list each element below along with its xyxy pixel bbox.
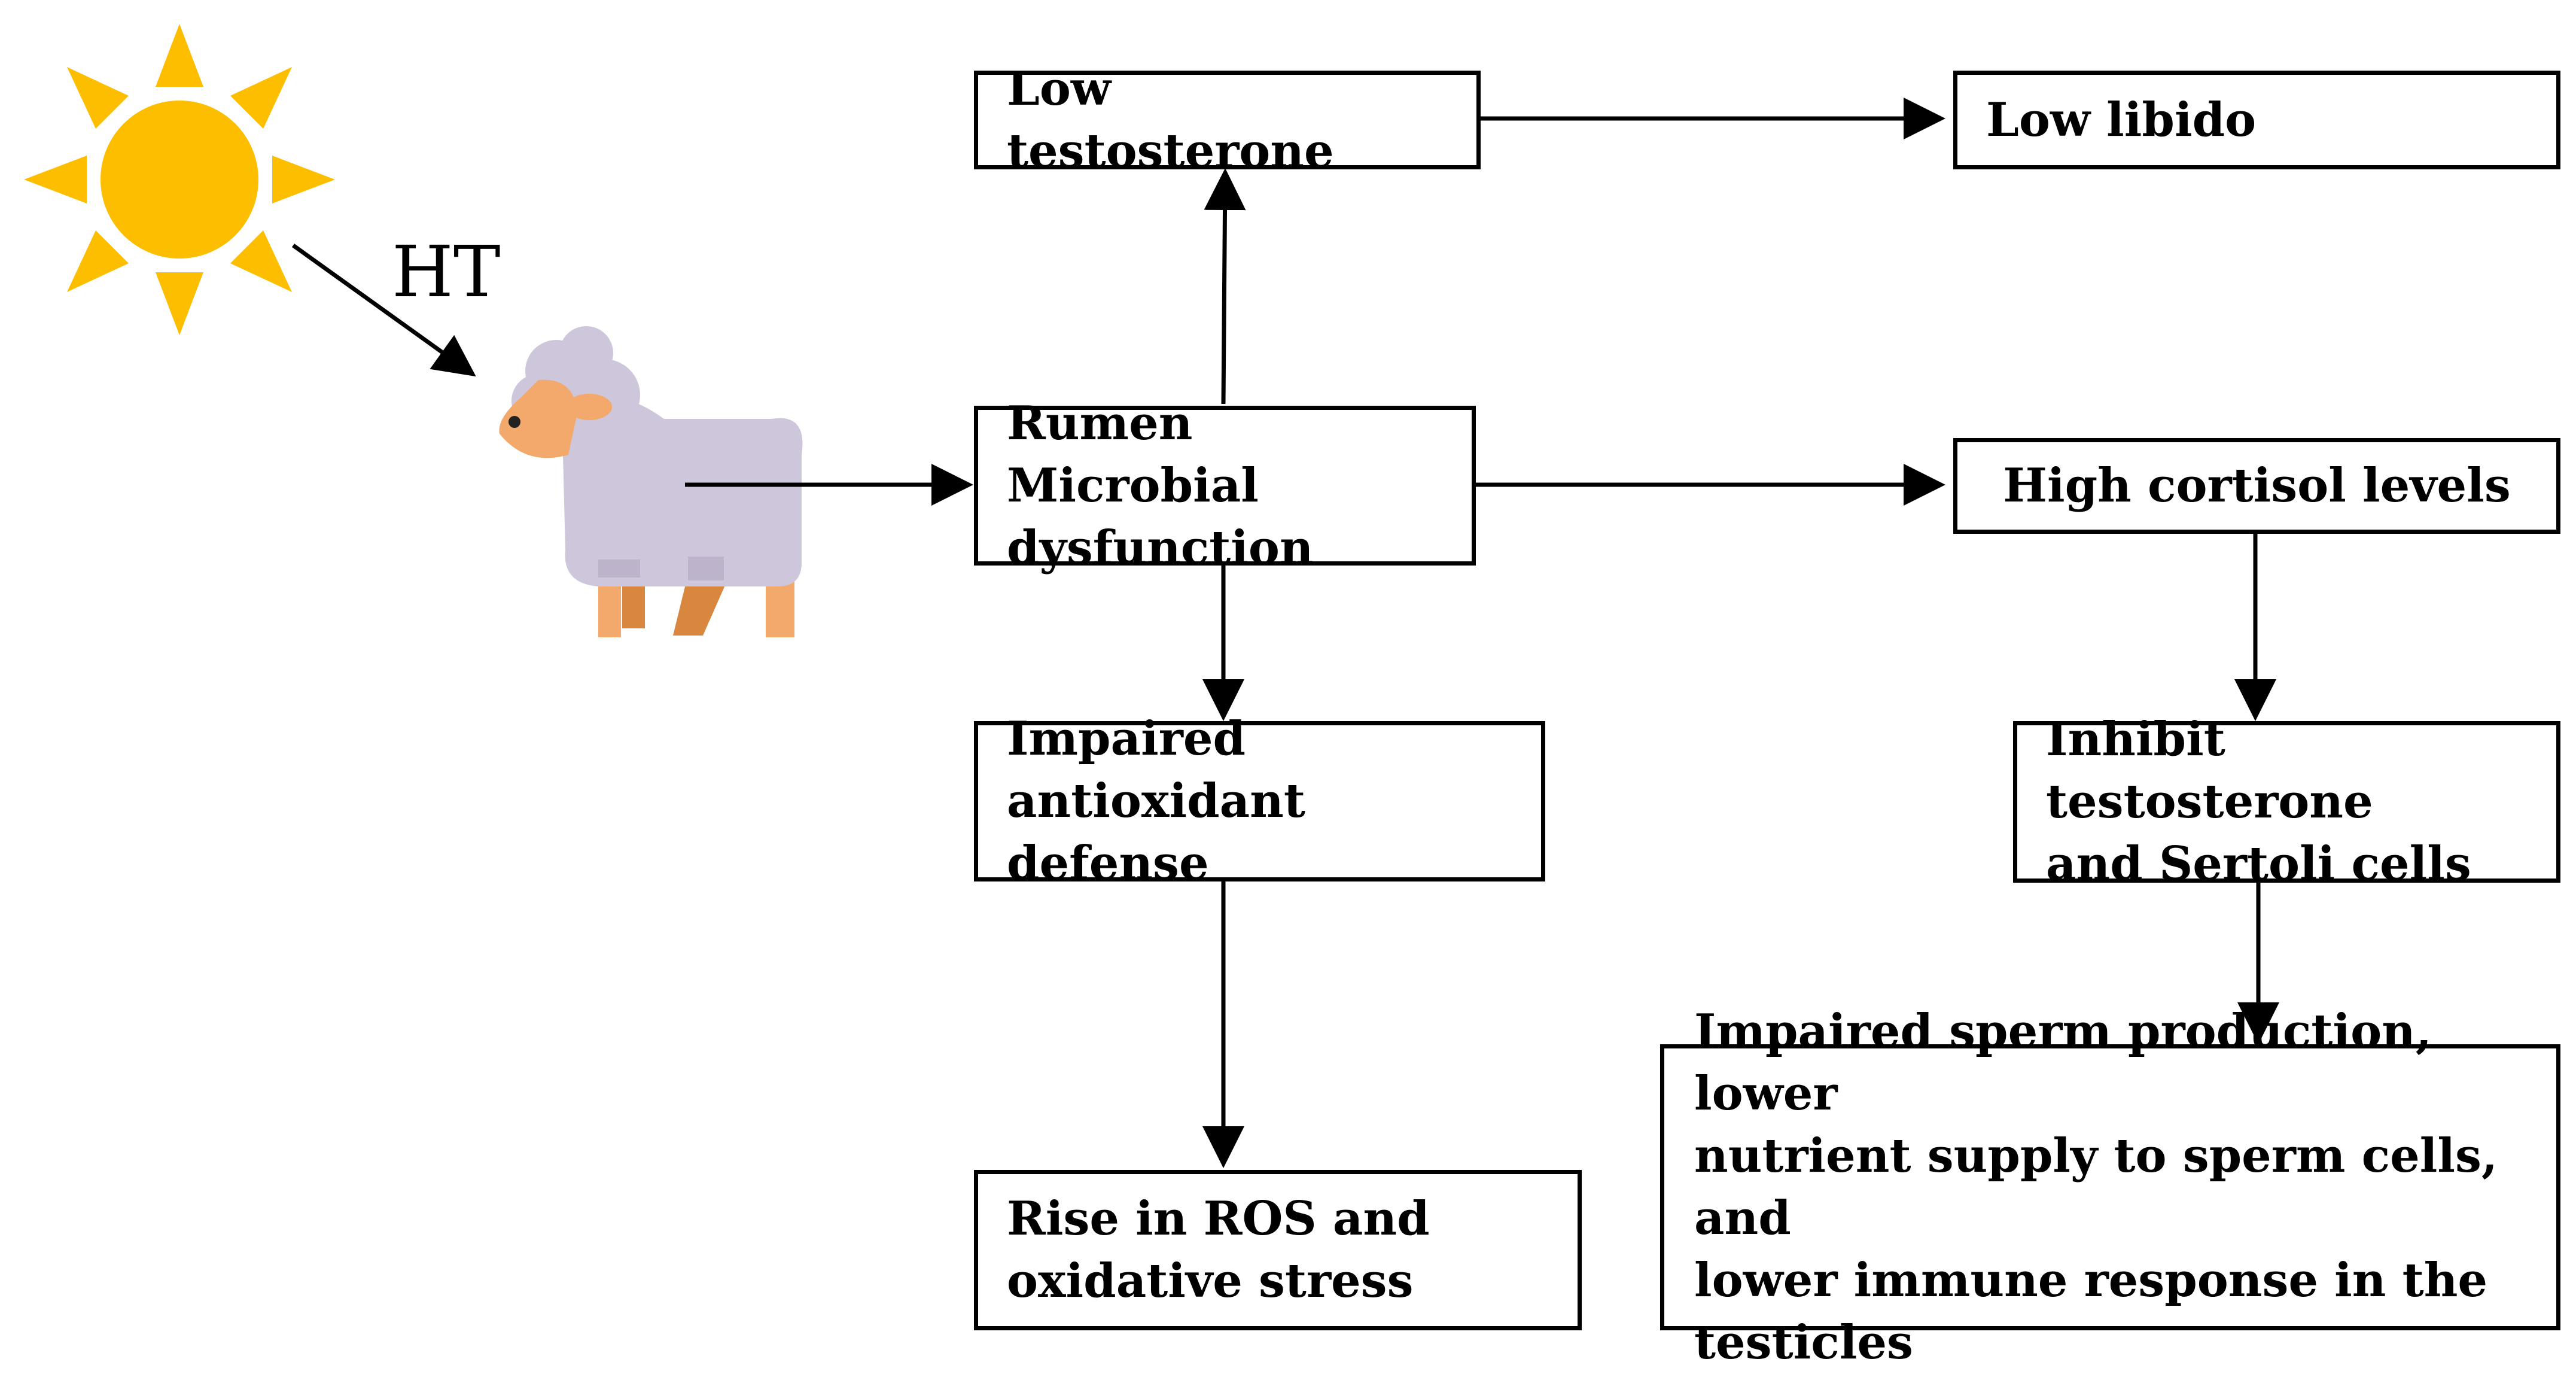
node-rumen-dysfunction-text: Rumen Microbial dysfunction <box>1007 396 1314 575</box>
ht-label: HT <box>392 230 501 313</box>
node-rise-ros-text: Rise in ROS and oxidative stress <box>1007 1191 1430 1308</box>
node-rise-ros: Rise in ROS and oxidative stress <box>974 1170 1582 1330</box>
node-inhibit-testosterone: Inhibit testosterone and Sertoli cells <box>2013 712 2560 891</box>
node-impaired-sperm-text: Impaired sperm production, lower nutrien… <box>1694 1004 2498 1370</box>
node-low-testosterone-text: Low testosterone <box>1007 61 1334 178</box>
node-low-libido: Low libido <box>1953 71 2560 169</box>
node-impaired-antioxidant: Impaired antioxidant defense <box>974 712 1545 890</box>
sheep-icon <box>499 326 803 637</box>
node-low-libido-text: Low libido <box>1986 92 2257 147</box>
sun-icon <box>24 24 335 335</box>
node-rumen-dysfunction: Rumen Microbial dysfunction <box>974 396 1476 575</box>
ht-arrow <box>291 244 476 377</box>
node-low-testosterone: Low testosterone <box>974 62 1481 178</box>
node-impaired-antioxidant-text: Impaired antioxidant defense <box>1007 712 1305 890</box>
node-high-cortisol: High cortisol levels <box>1953 438 2560 534</box>
node-impaired-sperm: Impaired sperm production, lower nutrien… <box>1660 1004 2560 1370</box>
rumen-to-testosterone-arrow <box>1204 168 1246 405</box>
node-high-cortisol-text: High cortisol levels <box>2003 458 2511 513</box>
node-inhibit-testosterone-text: Inhibit testosterone and Sertoli cells <box>2046 712 2471 891</box>
